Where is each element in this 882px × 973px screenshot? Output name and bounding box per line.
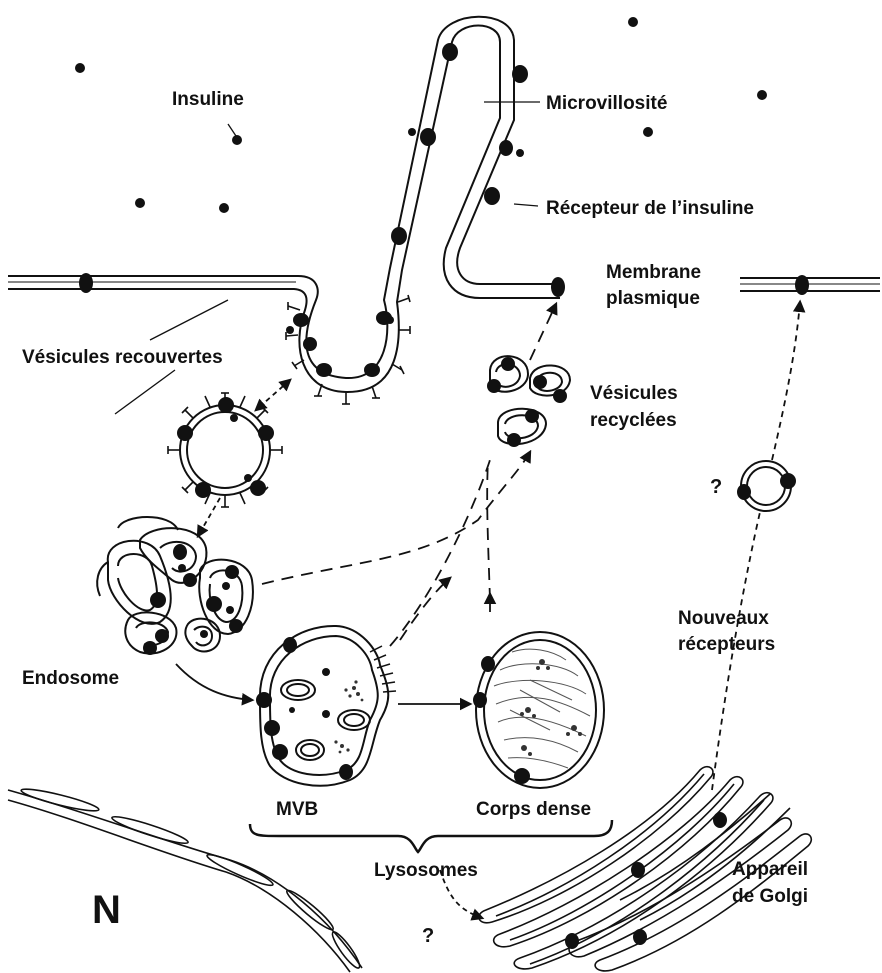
label-insulin-receptor: Récepteur de l’insuline bbox=[546, 197, 754, 220]
label-recycled-vesicles-line2: recyclées bbox=[590, 409, 677, 432]
dense-body bbox=[473, 632, 604, 788]
arrow-recycled-to-membrane bbox=[530, 304, 556, 360]
label-endosome: Endosome bbox=[22, 667, 119, 690]
label-coated-vesicles: Vésicules recouvertes bbox=[22, 346, 223, 369]
golgi-receptors bbox=[565, 812, 727, 949]
label-golgi-line1: Appareil bbox=[732, 858, 808, 881]
coated-vesicle bbox=[168, 393, 282, 507]
label-mvb: MVB bbox=[276, 798, 318, 821]
arrow-dense-to-recycling bbox=[487, 460, 490, 600]
label-golgi-line2: de Golgi bbox=[732, 885, 808, 908]
lysosome-bracket bbox=[250, 820, 612, 852]
label-lysosomes: Lysosomes bbox=[374, 859, 478, 882]
label-new-receptors-line1: Nouveaux bbox=[678, 607, 769, 630]
mvb-bristles bbox=[370, 646, 396, 692]
label-nucleus: N bbox=[92, 888, 121, 932]
label-recycled-vesicles-line1: Vésicules bbox=[590, 382, 678, 405]
label-new-receptors-line2: récepteurs bbox=[678, 633, 775, 656]
new-receptor-vesicle bbox=[737, 461, 796, 511]
arrow-endosome-to-mvb bbox=[176, 664, 252, 700]
label-plasma-membrane-line1: Membrane bbox=[606, 261, 701, 284]
arrow-mvb-up bbox=[400, 578, 450, 640]
arrow-vesicle-to-membrane bbox=[772, 302, 800, 460]
label-plasma-membrane-line2: plasmique bbox=[606, 287, 700, 310]
multivesicular-body bbox=[260, 626, 388, 786]
label-microvillus: Microvillosité bbox=[546, 92, 667, 115]
label-question-mark-vesicle: ? bbox=[710, 476, 722, 499]
label-insulin: Insuline bbox=[172, 88, 244, 111]
arrow-pit-to-vesicle bbox=[256, 380, 290, 410]
label-question-mark-lysosome: ? bbox=[422, 925, 434, 948]
label-dense-body: Corps dense bbox=[476, 798, 591, 821]
arrow-endosome-to-recycling bbox=[262, 452, 530, 584]
arrow-vesicle-to-endosome bbox=[198, 498, 220, 536]
